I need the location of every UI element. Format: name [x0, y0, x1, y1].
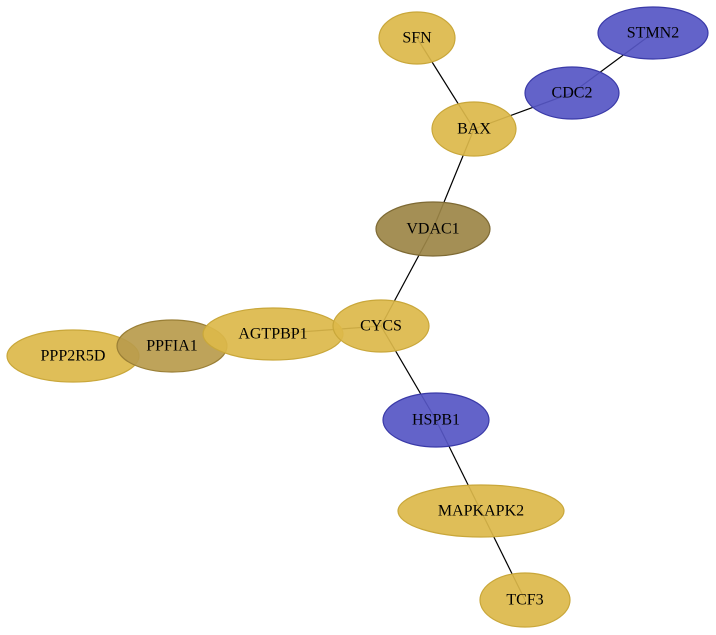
node-tcf3-label: TCF3: [506, 592, 543, 609]
node-bax-ellipse: [431, 101, 517, 157]
node-agtpbp1-label: AGTPBP1: [238, 326, 307, 343]
node-sfn-label: SFN: [402, 30, 432, 47]
node-ppfia1[interactable]: PPFIA1: [116, 319, 228, 373]
node-ppp2r5d[interactable]: PPP2R5D: [6, 329, 140, 383]
node-vdac1-label: VDAC1: [406, 221, 459, 238]
node-tcf3[interactable]: TCF3: [479, 572, 571, 628]
node-stmn2-ellipse: [597, 6, 709, 60]
node-cdc2-label: CDC2: [552, 85, 593, 102]
node-cycs-label: CYCS: [360, 318, 402, 335]
node-mapkapk2-label: MAPKAPK2: [438, 503, 524, 520]
node-ppp2r5d-label: PPP2R5D: [41, 348, 106, 365]
node-hspb1-label: HSPB1: [412, 412, 460, 429]
node-tcf3-ellipse: [479, 572, 571, 628]
node-cycs[interactable]: CYCS: [332, 299, 430, 353]
node-cdc2[interactable]: CDC2: [524, 66, 620, 120]
node-bax[interactable]: BAX: [431, 101, 517, 157]
node-sfn[interactable]: SFN: [378, 11, 456, 65]
node-mapkapk2[interactable]: MAPKAPK2: [397, 484, 565, 538]
node-hspb1[interactable]: HSPB1: [382, 392, 490, 448]
node-vdac1-ellipse: [375, 201, 491, 257]
node-agtpbp1[interactable]: AGTPBP1: [202, 307, 344, 361]
node-mapkapk2-ellipse: [397, 484, 565, 538]
node-stmn2[interactable]: STMN2: [597, 6, 709, 60]
node-stmn2-label: STMN2: [627, 25, 679, 42]
node-vdac1[interactable]: VDAC1: [375, 201, 491, 257]
node-cdc2-ellipse: [524, 66, 620, 120]
node-ppfia1-label: PPFIA1: [146, 338, 198, 355]
node-bax-label: BAX: [457, 121, 491, 138]
node-cycs-ellipse: [332, 299, 430, 353]
node-sfn-ellipse: [378, 11, 456, 65]
node-hspb1-ellipse: [382, 392, 490, 448]
